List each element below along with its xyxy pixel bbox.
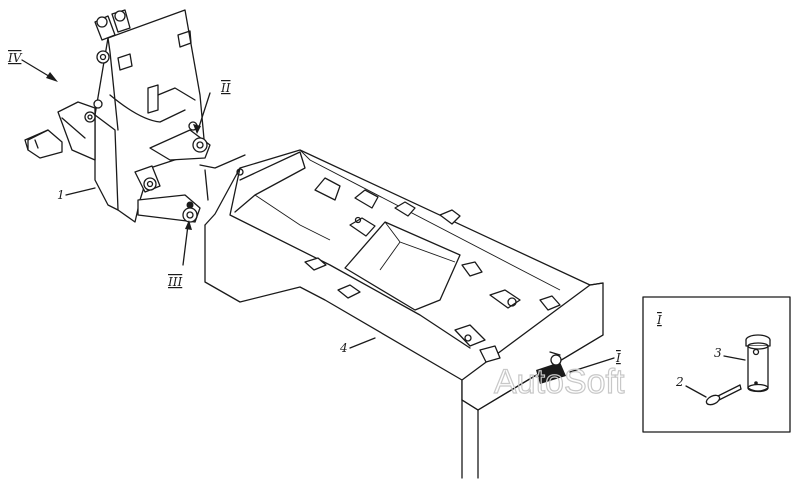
detail-view-box: I 3 2 (642, 296, 791, 433)
detail-title: I (656, 313, 662, 327)
callout-view-iii: III (167, 275, 182, 289)
callout-part-4: 4 (339, 341, 348, 355)
hitch-bracket (24, 9, 246, 223)
callout-view-iv: IV (7, 51, 23, 65)
main-frame (204, 149, 604, 479)
detail-part-3: 3 (714, 346, 722, 360)
watermark: AutoSoft (494, 363, 625, 401)
pin-part-3 (745, 334, 771, 393)
cotter-pin-part-2 (705, 384, 742, 406)
callout-view-ii: II (220, 81, 231, 95)
callout-part-1: 1 (57, 188, 65, 202)
callout-view-i: I (615, 351, 621, 365)
leader-lines (21, 59, 615, 373)
detail-part-2: 2 (675, 375, 684, 389)
